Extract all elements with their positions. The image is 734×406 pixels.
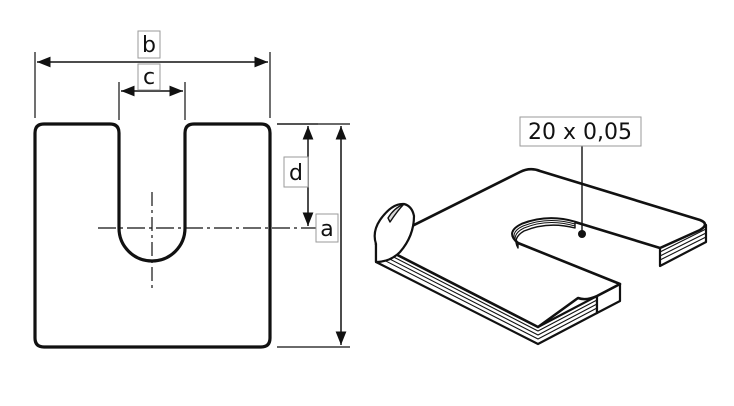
dimension-label-a: a (320, 217, 333, 242)
stack-layer-lines (375, 228, 707, 340)
dimension-label-b: b (142, 33, 156, 58)
slot-layer-lines (513, 220, 576, 247)
callout-dot (578, 230, 586, 238)
dimension-c: c (118, 63, 186, 120)
shim-top-face (374, 167, 707, 329)
peeled-layer-fold (387, 203, 405, 223)
shim-stack-isometric (373, 146, 708, 346)
callout-label: 20 x 0,05 (528, 120, 632, 145)
callout: 20 x 0,05 (519, 116, 642, 147)
front-view: b c d a (33, 30, 350, 349)
slot-inner-wall (511, 217, 576, 249)
peeled-layer (373, 202, 416, 264)
dimension-b: b (34, 30, 271, 118)
shim-outline (33, 122, 272, 349)
dimension-d: d (277, 123, 318, 226)
dimension-a: a (277, 123, 350, 348)
dimension-label-c: c (143, 65, 155, 90)
dimension-label-d: d (289, 161, 303, 186)
